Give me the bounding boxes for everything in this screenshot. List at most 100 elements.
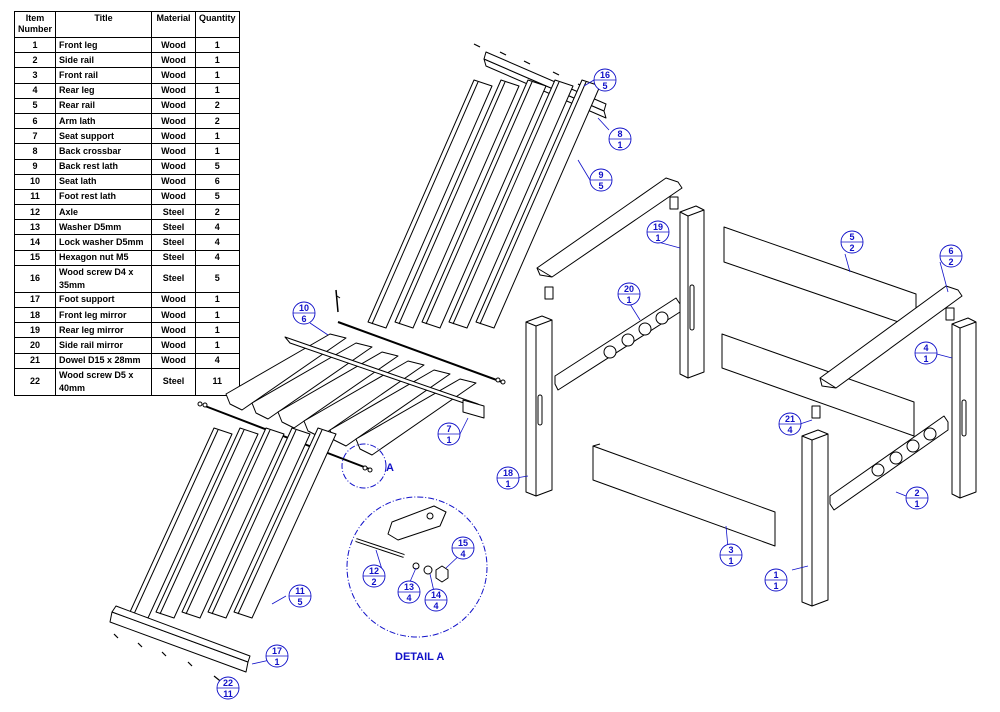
foot-rest-lath xyxy=(155,427,259,619)
balloon-item-19: 191 xyxy=(646,220,670,244)
balloon-item-quantity: 4 xyxy=(787,425,792,435)
back-rest-lath xyxy=(421,79,547,329)
balloon-item-number: 21 xyxy=(785,414,795,424)
front-rail-part xyxy=(592,443,776,547)
balloon-item-number: 17 xyxy=(272,646,282,656)
balloon-item-number: 3 xyxy=(728,545,733,555)
balloon-item-number: 19 xyxy=(653,222,663,232)
dowel-part-2 xyxy=(811,405,821,419)
balloon-item-number: 15 xyxy=(458,538,468,548)
balloon-item-quantity: 1 xyxy=(626,295,631,305)
front-leg-part xyxy=(801,429,829,607)
seat-support-part xyxy=(284,336,485,419)
balloon-item-quantity: 1 xyxy=(617,140,622,150)
balloon-item-21: 214 xyxy=(778,412,802,436)
balloon-item-7: 71 xyxy=(437,422,461,446)
rear-leg-part xyxy=(945,307,977,499)
balloon-item-20: 201 xyxy=(617,282,641,306)
table-header-row: Item Number Title Material Quantity xyxy=(13,11,240,38)
front-leg-mirror-part xyxy=(525,315,553,497)
balloon-item-1: 11 xyxy=(764,568,788,592)
balloon-item-number: 14 xyxy=(431,590,441,600)
balloon-item-17: 171 xyxy=(265,644,289,668)
back-rest-laths-part xyxy=(367,79,601,329)
balloon-item-quantity: 2 xyxy=(948,257,953,267)
cell-item-number: 22 xyxy=(13,367,57,396)
foot-rest-lath xyxy=(233,427,337,619)
side-rail-mirror-part xyxy=(554,297,681,391)
seat-laths-part xyxy=(225,333,477,456)
balloon-item-quantity: 4 xyxy=(406,593,411,603)
balloon-item-5: 52 xyxy=(840,230,864,254)
balloon-item-9: 95 xyxy=(589,168,613,192)
cell-quantity: 4 xyxy=(195,249,240,266)
balloon-item-3: 31 xyxy=(719,543,743,567)
cell-item-number: 21 xyxy=(13,352,57,369)
balloon-item-number: 5 xyxy=(849,232,854,242)
balloon-item-quantity: 6 xyxy=(301,314,306,324)
balloon-item-quantity: 1 xyxy=(505,479,510,489)
cell-material: Wood xyxy=(151,173,197,190)
cell-material: Steel xyxy=(151,264,197,293)
balloon-item-4: 41 xyxy=(914,341,938,365)
balloon-item-number: 20 xyxy=(624,284,634,294)
balloon-item-quantity: 5 xyxy=(297,597,302,607)
balloon-item-2: 21 xyxy=(905,486,929,510)
cell-item-number: 19 xyxy=(13,322,57,339)
balloon-item-number: 12 xyxy=(369,566,379,576)
balloon-item-quantity: 1 xyxy=(274,657,279,667)
balloon-item-number: 9 xyxy=(598,170,603,180)
balloon-item-number: 11 xyxy=(295,586,305,596)
balloon-item-quantity: 4 xyxy=(460,549,465,559)
balloon-item-number: 4 xyxy=(923,343,928,353)
seat-lath xyxy=(277,351,399,429)
rear-leg-mirror-part xyxy=(669,196,705,379)
balloon-item-quantity: 2 xyxy=(849,243,854,253)
balloon-item-6: 62 xyxy=(939,244,963,268)
seat-lath xyxy=(225,333,347,411)
seat-lath xyxy=(303,360,425,438)
balloon-item-quantity: 1 xyxy=(773,581,778,591)
foot-rest-lath xyxy=(207,427,311,619)
balloon-item-quantity: 1 xyxy=(923,354,928,364)
detail-a-reference: A xyxy=(386,462,394,474)
balloon-item-number: 1 xyxy=(773,570,778,580)
foot-support-part xyxy=(109,605,251,673)
balloon-item-number: 18 xyxy=(503,468,513,478)
back-rest-lath xyxy=(367,79,493,329)
balloon-item-10: 106 xyxy=(292,301,316,325)
balloon-item-14: 144 xyxy=(424,588,448,612)
foot-rest-lath xyxy=(181,427,285,619)
balloon-item-16: 165 xyxy=(593,68,617,92)
balloon-item-number: 22 xyxy=(223,678,233,688)
balloon-item-quantity: 4 xyxy=(433,601,438,611)
back-rest-lath xyxy=(448,79,574,329)
balloon-item-quantity: 1 xyxy=(914,499,919,509)
balloon-item-number: 13 xyxy=(404,582,414,592)
balloon-item-quantity: 5 xyxy=(598,181,603,191)
foot-rest-laths-part xyxy=(129,427,337,619)
balloon-item-number: 7 xyxy=(446,424,451,434)
balloon-item-11: 115 xyxy=(288,584,312,608)
cell-material: Steel xyxy=(151,367,197,396)
balloon-item-15: 154 xyxy=(451,536,475,560)
cell-quantity: 1 xyxy=(195,36,240,54)
cell-material: Wood xyxy=(151,352,197,369)
balloon-item-quantity: 1 xyxy=(655,233,660,243)
balloon-item-quantity: 1 xyxy=(446,435,451,445)
cell-item-number: 15 xyxy=(13,249,57,266)
balloon-item-18: 181 xyxy=(496,466,520,490)
